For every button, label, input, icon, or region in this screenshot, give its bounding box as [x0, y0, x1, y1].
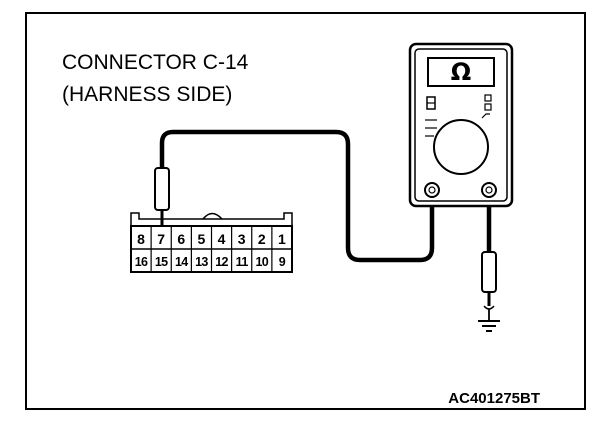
ground-icon: [478, 309, 500, 332]
harness-wire: [159, 129, 435, 263]
pin-3: 3: [238, 231, 246, 247]
meter-small-button: [484, 94, 492, 102]
meter-small-button: [484, 103, 492, 111]
multimeter: Ω: [408, 42, 514, 208]
figure-code: AC401275BT: [448, 390, 540, 407]
pin-14: 14: [175, 255, 188, 269]
pin-12: 12: [215, 255, 228, 269]
meter-com-terminal: [424, 182, 440, 198]
pin-15: 15: [155, 255, 168, 269]
connector-probe: [154, 167, 170, 226]
pin-bottom-row: 16 15 14 13 12 11 10 9: [135, 255, 287, 269]
pin-10: 10: [255, 255, 268, 269]
pin-9: 9: [279, 255, 286, 269]
pin-13: 13: [195, 255, 208, 269]
pin-8: 8: [137, 231, 145, 247]
pin-6: 6: [177, 231, 185, 247]
title-line-2: (HARNESS SIDE): [62, 83, 232, 106]
pin-16: 16: [135, 255, 148, 269]
ohm-symbol: Ω: [451, 58, 471, 86]
title-line-1: CONNECTOR C-14: [62, 51, 249, 74]
pin-5: 5: [198, 231, 206, 247]
pin-dividers: [150, 226, 273, 272]
pin-1: 1: [278, 231, 286, 247]
pin-7: 7: [157, 231, 165, 247]
pin-4: 4: [218, 231, 226, 247]
meter-display: [427, 57, 495, 87]
pin-11: 11: [236, 255, 249, 269]
meter-ohm-terminal: [481, 182, 497, 198]
ground-probe: [481, 251, 497, 310]
meter-selector-dial: [433, 119, 489, 175]
diagram-frame: [25, 12, 586, 410]
pin-2: 2: [258, 231, 266, 247]
